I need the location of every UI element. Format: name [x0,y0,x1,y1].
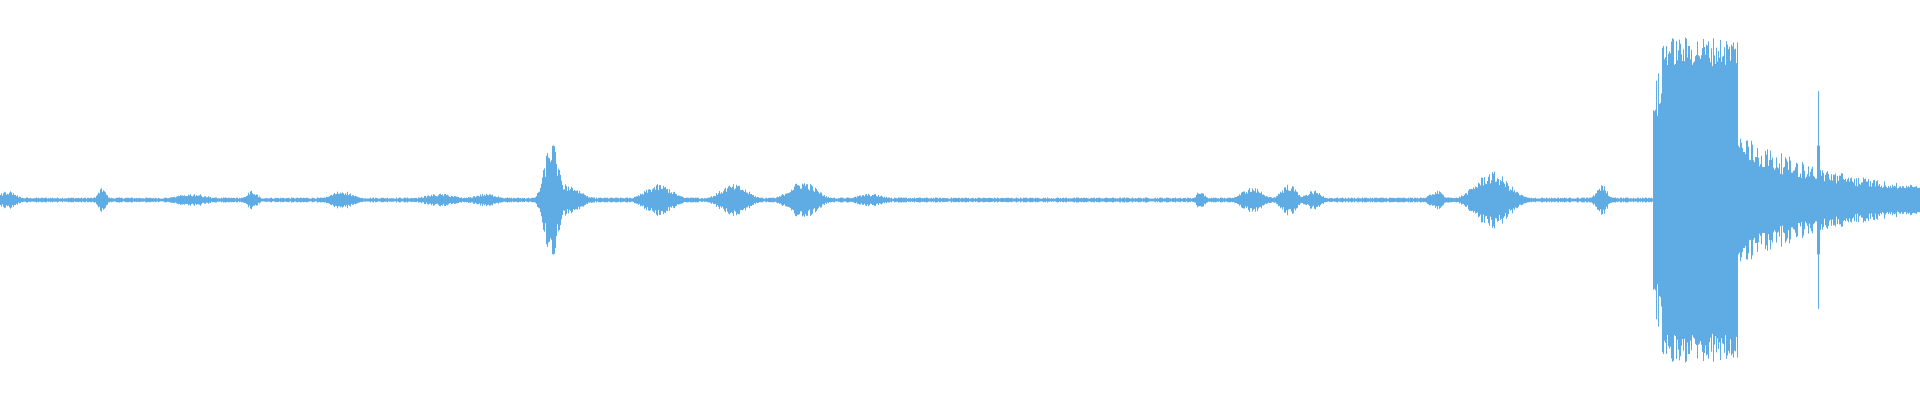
waveform-amplitude-path [0,37,1920,363]
waveform-bars [0,37,1920,363]
